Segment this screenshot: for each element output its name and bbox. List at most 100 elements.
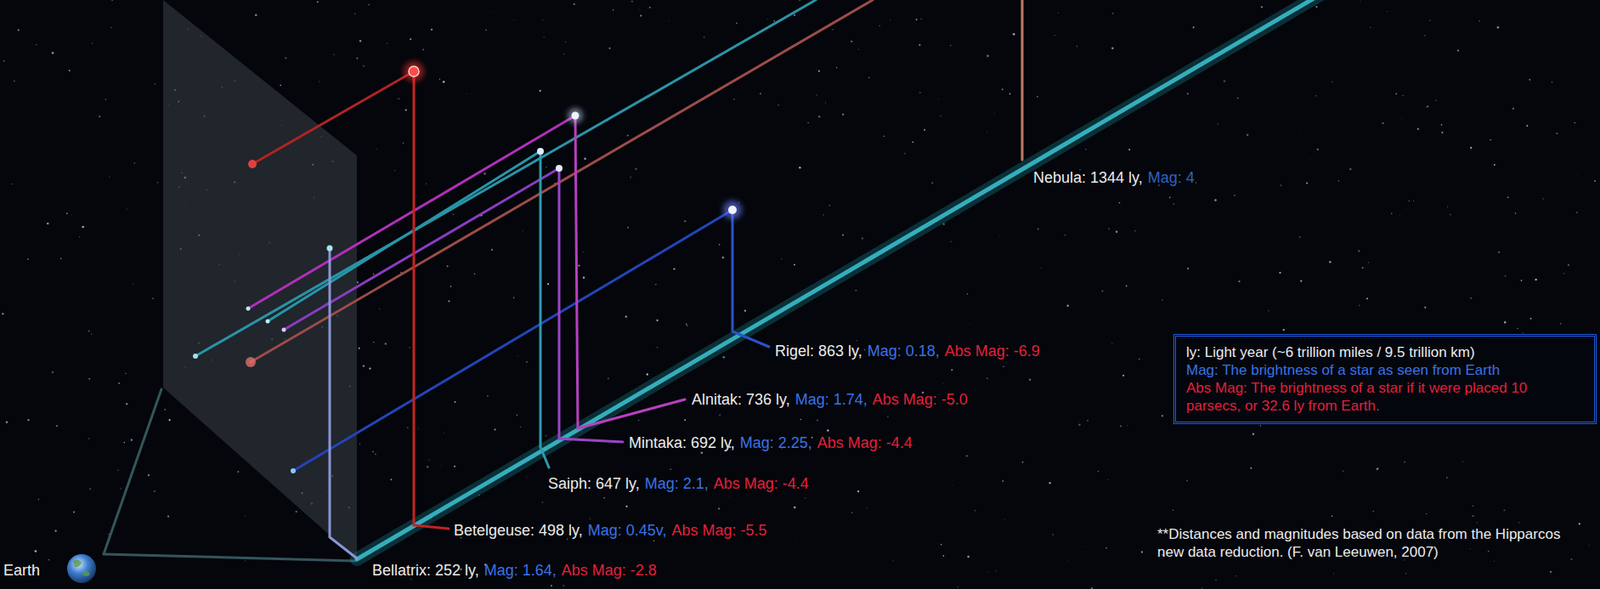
background-star: [1498, 251, 1500, 254]
background-star: [1373, 510, 1374, 512]
background-star: [1260, 5, 1263, 8]
background-star: [1108, 227, 1110, 230]
background-star: [1051, 533, 1054, 536]
background-star: [887, 416, 888, 418]
background-star: [1066, 559, 1069, 562]
background-star: [850, 40, 853, 43]
background-star: [110, 27, 112, 29]
background-star: [520, 426, 521, 428]
background-star: [638, 419, 639, 421]
background-star: [949, 45, 952, 47]
background-star: [966, 293, 968, 294]
background-star: [1398, 214, 1401, 216]
definition-text: Mag: The brightness of a star as seen fr…: [1186, 361, 1584, 379]
background-star: [125, 208, 127, 210]
background-star: [134, 162, 136, 164]
background-star: [1469, 297, 1472, 300]
background-star: [1447, 206, 1449, 209]
apparent-magnitude: Mag: 1.74,: [795, 390, 868, 408]
background-star: [167, 515, 170, 518]
background-star: [168, 418, 170, 421]
background-star: [405, 108, 408, 111]
background-star: [1195, 181, 1197, 183]
background-star: [1478, 20, 1481, 23]
background-star: [1403, 461, 1406, 464]
background-star: [793, 264, 796, 266]
background-star: [818, 115, 820, 118]
background-star: [525, 361, 528, 363]
background-star: [672, 267, 675, 270]
background-star: [986, 55, 989, 57]
background-star: [517, 354, 520, 357]
background-star: [751, 345, 753, 348]
background-star: [1520, 279, 1523, 282]
apparent-magnitude: Mag: 2.1,: [644, 474, 709, 492]
background-star: [38, 498, 40, 500]
background-star: [1377, 467, 1380, 470]
background-star: [1048, 481, 1051, 484]
background-star: [157, 181, 159, 184]
background-star: [1457, 50, 1459, 52]
background-star: [1563, 272, 1565, 274]
background-star: [1331, 515, 1333, 517]
background-star: [1570, 558, 1572, 560]
background-star: [1217, 124, 1219, 125]
background-star: [1435, 99, 1437, 101]
background-star: [1390, 213, 1393, 215]
background-star: [629, 176, 632, 179]
background-star: [774, 20, 776, 23]
background-star: [51, 371, 54, 374]
background-star: [1405, 572, 1407, 574]
background-star: [1022, 461, 1024, 464]
background-star: [793, 506, 796, 509]
background-star: [1037, 228, 1040, 231]
background-star: [923, 129, 926, 131]
background-star: [1315, 5, 1318, 8]
background-star: [481, 502, 484, 504]
background-star: [826, 429, 830, 432]
apparent-magnitude: Mag: 0.18,: [867, 342, 940, 360]
background-star: [668, 19, 671, 22]
background-star: [1493, 560, 1496, 563]
background-star: [943, 382, 945, 385]
background-star: [634, 168, 637, 170]
background-star: [1169, 196, 1171, 198]
background-star: [931, 181, 933, 184]
background-star: [55, 530, 57, 532]
star-name: Nebula: 1344 ly,: [1033, 169, 1143, 187]
background-star: [1004, 519, 1007, 521]
background-star: [124, 441, 126, 444]
background-star: [1518, 521, 1520, 523]
background-star: [828, 204, 831, 207]
background-star: [390, 478, 392, 481]
background-star: [1172, 509, 1174, 511]
background-star: [1476, 521, 1478, 523]
background-star: [1009, 92, 1012, 95]
background-star: [656, 346, 658, 348]
star-label: Betelgeuse: 498 ly,Mag: 0.45v,Abs Mag: -…: [453, 520, 773, 540]
star-name: Saiph: 647 ly,: [548, 474, 640, 492]
background-star: [13, 79, 16, 82]
background-star: [1331, 80, 1333, 82]
background-star: [1555, 132, 1558, 135]
background-star: [1424, 306, 1426, 309]
background-star: [883, 135, 885, 137]
background-star: [11, 183, 13, 185]
background-star: [966, 455, 968, 458]
background-star: [1299, 236, 1301, 238]
background-star: [670, 469, 672, 470]
background-star: [1578, 522, 1581, 525]
background-star: [1283, 328, 1285, 331]
background-star: [3, 60, 6, 63]
background-star: [1249, 467, 1252, 470]
background-star: [79, 236, 81, 238]
background-star: [1309, 158, 1312, 160]
background-star: [864, 349, 866, 351]
background-star: [1424, 34, 1425, 36]
background-star: [316, 0, 319, 3]
background-star: [562, 584, 565, 587]
background-star: [409, 38, 412, 40]
background-star: [547, 282, 549, 285]
absolute-magnitude: Abs Mag: -4.4: [817, 434, 913, 452]
